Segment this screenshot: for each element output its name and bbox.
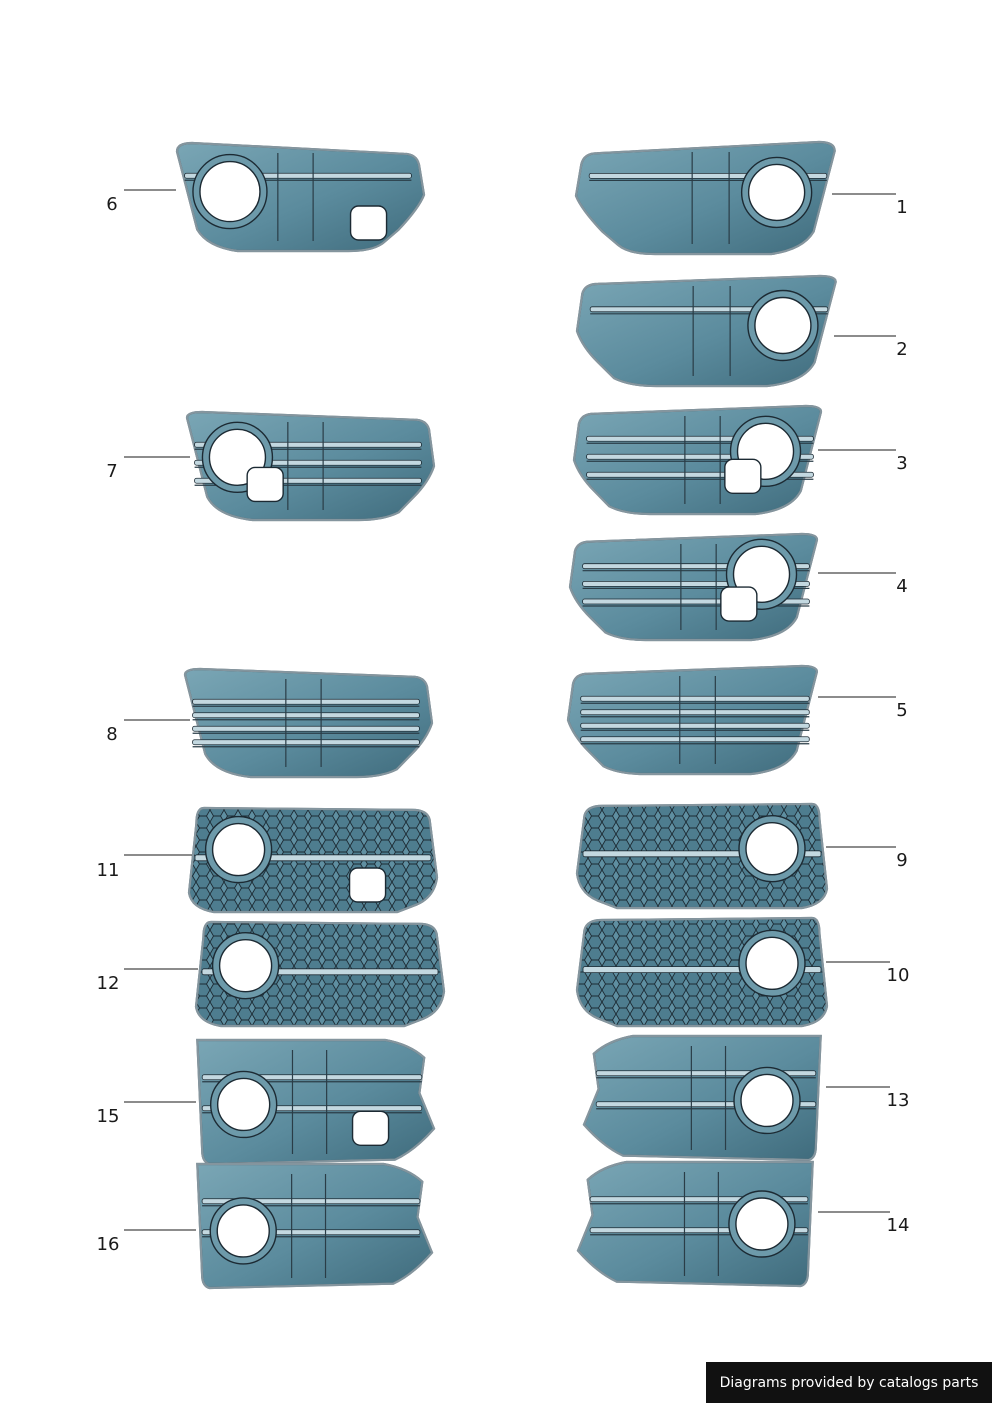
part-number-label: 3: [896, 453, 907, 474]
grille-slat: [580, 709, 810, 716]
grille-slat: [192, 725, 420, 732]
grille-part-15: 15: [97, 1038, 436, 1166]
grille-rim: [566, 664, 819, 776]
grille-slat: [192, 739, 420, 746]
fog-lamp-opening: [216, 1077, 271, 1132]
part-number-label: 7: [106, 461, 117, 482]
sensor-opening: [349, 205, 388, 241]
grille-part-10: 10: [575, 916, 910, 1028]
sensor-opening: [351, 1110, 390, 1146]
part-number-label: 12: [97, 973, 120, 994]
grille-rim: [196, 1162, 434, 1290]
grille-rim: [575, 274, 837, 388]
grille-part-8: 8: [106, 667, 434, 779]
fog-lamp-opening: [735, 1197, 789, 1251]
part-number-label: 8: [106, 724, 117, 745]
grille-rim: [183, 667, 434, 779]
fog-lamp-opening: [740, 1073, 794, 1128]
fog-lamp-opening: [754, 296, 812, 355]
grille-rim: [187, 806, 439, 914]
part-number-label: 6: [106, 194, 117, 215]
grille-part-2: 2: [575, 274, 908, 388]
grille-part-13: 13: [582, 1034, 910, 1162]
grille-body: [183, 667, 434, 779]
sensor-opening: [720, 586, 758, 622]
sensor-opening: [348, 867, 387, 903]
sensor-opening: [724, 458, 762, 494]
grille-slat: [580, 695, 810, 702]
grille-part-6: 6: [106, 141, 426, 253]
fog-lamp-opening: [216, 1204, 270, 1258]
grille-rim: [582, 1034, 822, 1162]
part-number-label: 13: [887, 1090, 910, 1111]
grille-rim: [572, 404, 823, 516]
part-number-label: 5: [896, 700, 907, 721]
grille-part-7: 7: [106, 410, 436, 522]
grille-slat: [192, 712, 420, 719]
grille-slat: [192, 698, 420, 705]
fog-lamp-opening: [199, 160, 261, 223]
grille-rim: [185, 410, 436, 522]
footer-credit: Diagrams provided by catalogs parts: [706, 1362, 992, 1403]
sensor-opening: [246, 466, 284, 503]
part-number-label: 14: [887, 1215, 910, 1236]
part-number-label: 1: [896, 197, 907, 218]
grille-part-14: 14: [576, 1160, 910, 1288]
grille-rim: [196, 1038, 436, 1166]
grille-rim: [175, 141, 426, 253]
part-number-label: 11: [97, 860, 120, 881]
grille-slat: [580, 722, 810, 729]
grille-rim: [575, 916, 829, 1028]
part-number-label: 16: [97, 1234, 120, 1255]
part-number-label: 2: [896, 339, 907, 360]
fog-lamp-opening: [218, 938, 273, 993]
part-number-label: 10: [887, 965, 910, 986]
grille-part-5: 5: [566, 664, 908, 776]
grille-part-9: 9: [575, 802, 908, 910]
fog-lamp-opening: [745, 822, 799, 876]
part-number-label: 4: [896, 576, 907, 597]
fog-lamp-opening: [747, 163, 806, 222]
grille-part-4: 4: [568, 532, 908, 642]
part-number-label: 15: [97, 1106, 120, 1127]
grille-part-11: 11: [97, 806, 439, 914]
grille-part-12: 12: [97, 920, 446, 1028]
grille-body: [566, 664, 819, 776]
grille-rim: [574, 140, 836, 256]
grille-slat: [580, 736, 810, 743]
grille-rim: [568, 532, 819, 642]
grille-rim: [576, 1160, 814, 1288]
grille-part-3: 3: [572, 404, 908, 516]
fog-lamp-opening: [211, 822, 266, 877]
grille-rim: [575, 802, 829, 910]
part-number-label: 9: [896, 850, 907, 871]
fog-lamp-opening: [745, 936, 799, 991]
grille-part-1: 1: [574, 140, 908, 256]
grille-rim: [194, 920, 446, 1028]
grille-part-16: 16: [97, 1162, 434, 1290]
